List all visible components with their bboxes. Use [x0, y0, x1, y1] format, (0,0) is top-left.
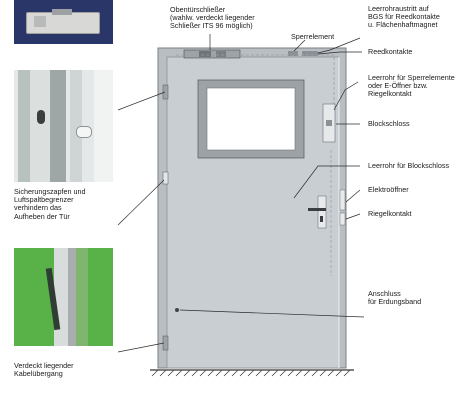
reedkontakt-icon [302, 51, 318, 56]
label-anschluss: Anschluss für Erdungsband [368, 289, 422, 307]
e-opener-icon [339, 189, 346, 211]
label-riegelkontakt: Riegelkontakt [368, 209, 412, 218]
label-sperrelement: Sperrelement [291, 32, 335, 41]
lock-case-icon [317, 195, 327, 229]
label-elektrooeffner: Elektroöffner [368, 185, 409, 194]
photo-door-closer [14, 0, 113, 44]
label-kabeluebergang: Verdeckt liegender Kabelübergang [14, 361, 74, 379]
latch-contact-icon [339, 212, 346, 226]
grounding-point-icon [175, 308, 179, 312]
label-leerrohraustritt: Leerrohraustritt auf BGS für Reedkontakt… [368, 4, 440, 30]
photo-security-pins [14, 70, 113, 182]
door-handle-icon [308, 208, 326, 211]
label-reedkontakte: Reedkontakte [368, 47, 413, 56]
sperrelement-icon [288, 51, 298, 56]
hinge-mid-icon [162, 171, 169, 185]
label-blockschloss: Blockschloss [368, 119, 410, 128]
hinge-top-icon [162, 84, 169, 100]
label-top-closer: Obentürschließer (wahlw. verdeckt liegen… [170, 5, 255, 31]
door-closer-icon [183, 49, 241, 59]
floor-hatch [151, 369, 351, 377]
label-leerrohr-blockschloss: Leerrohr für Blockschloss [368, 161, 450, 170]
leader-lines [117, 34, 365, 353]
label-leerrohr-sperrelemente: Leerrohr für Sperrelemente oder E-Öffner… [368, 73, 455, 99]
photo-cable-transition [14, 248, 113, 346]
label-sicherungszapfen: Sicherungszapfen und Luftspaltbegrenzer … [14, 187, 86, 221]
